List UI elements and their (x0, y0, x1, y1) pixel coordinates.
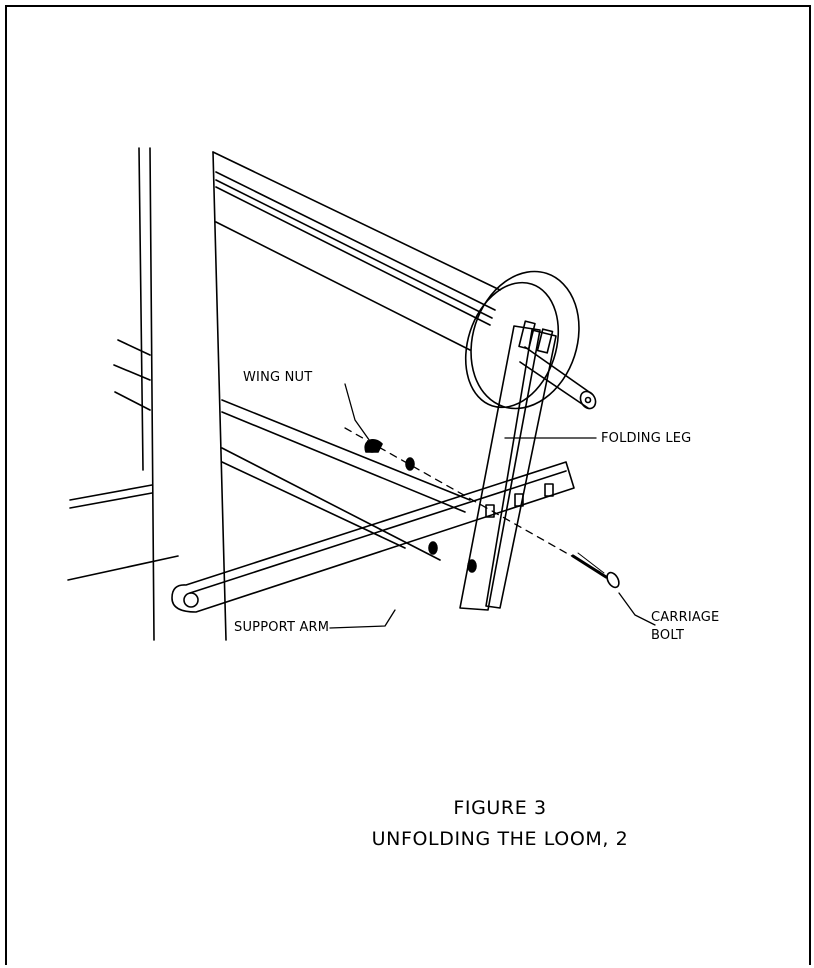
folding-leg-shape (428, 320, 557, 611)
label-support-arm: SUPPORT ARM (234, 620, 330, 635)
support-arm-shape (171, 461, 575, 613)
figure-frame (5, 5, 811, 965)
carriage-bolt-shape (571, 552, 620, 589)
loom-side-post (138, 147, 155, 641)
figure-caption-title: UNFOLDING THE LOOM, 2 (371, 828, 629, 850)
loom-background-frame (67, 339, 179, 581)
label-wing-nut: WING NUT (243, 370, 313, 385)
wing-nut-shape (364, 439, 415, 471)
assembly-axis-line (344, 427, 601, 573)
leader-lines (329, 383, 656, 629)
label-carriage-bolt-line1: CARRIAGE (651, 610, 720, 625)
figure-caption-number: FIGURE 3 (453, 797, 547, 819)
label-carriage-bolt-line2: BOLT (651, 628, 685, 643)
loom-side-panel (212, 151, 501, 641)
roller-wheel (464, 270, 597, 410)
label-folding-leg: FOLDING LEG (601, 431, 692, 446)
